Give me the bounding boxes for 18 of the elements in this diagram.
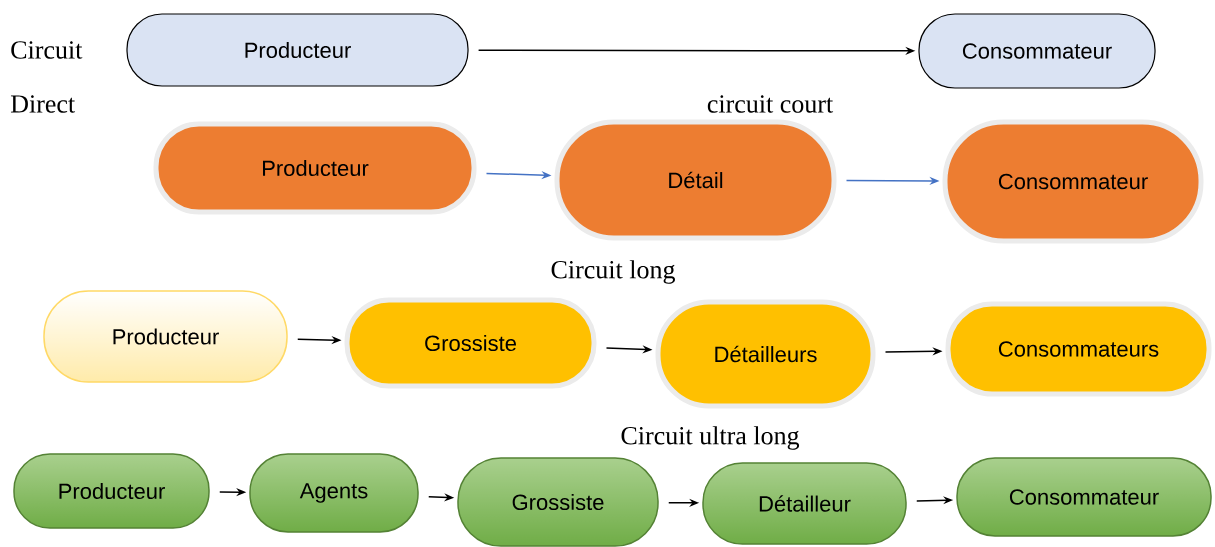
rounded-box: Détailleur — [702, 462, 907, 545]
rounded-box: Détailleurs — [655, 299, 876, 409]
row-label: Circuit ultra long — [621, 426, 800, 450]
row-label: Circuit — [11, 41, 83, 59]
row-label: Direct — [10, 95, 75, 113]
rounded-box: Détail — [554, 119, 837, 241]
rounded-box: Grossiste — [344, 297, 597, 389]
rounded-box: Producteur — [153, 121, 477, 215]
rounded-box: Consommateurs — [945, 301, 1212, 397]
rounded-box: Agents — [249, 453, 419, 533]
rounded-box: Grossiste — [457, 457, 659, 547]
rounded-box: Producteur — [126, 13, 469, 87]
rounded-box: Producteur — [43, 290, 288, 383]
rounded-box: Consommateur — [956, 457, 1212, 537]
row-label: Circuit long — [551, 260, 675, 284]
rounded-box: Consommateur — [942, 119, 1204, 244]
rounded-box: Producteur — [13, 453, 210, 529]
rounded-box: Consommateur — [918, 13, 1156, 89]
